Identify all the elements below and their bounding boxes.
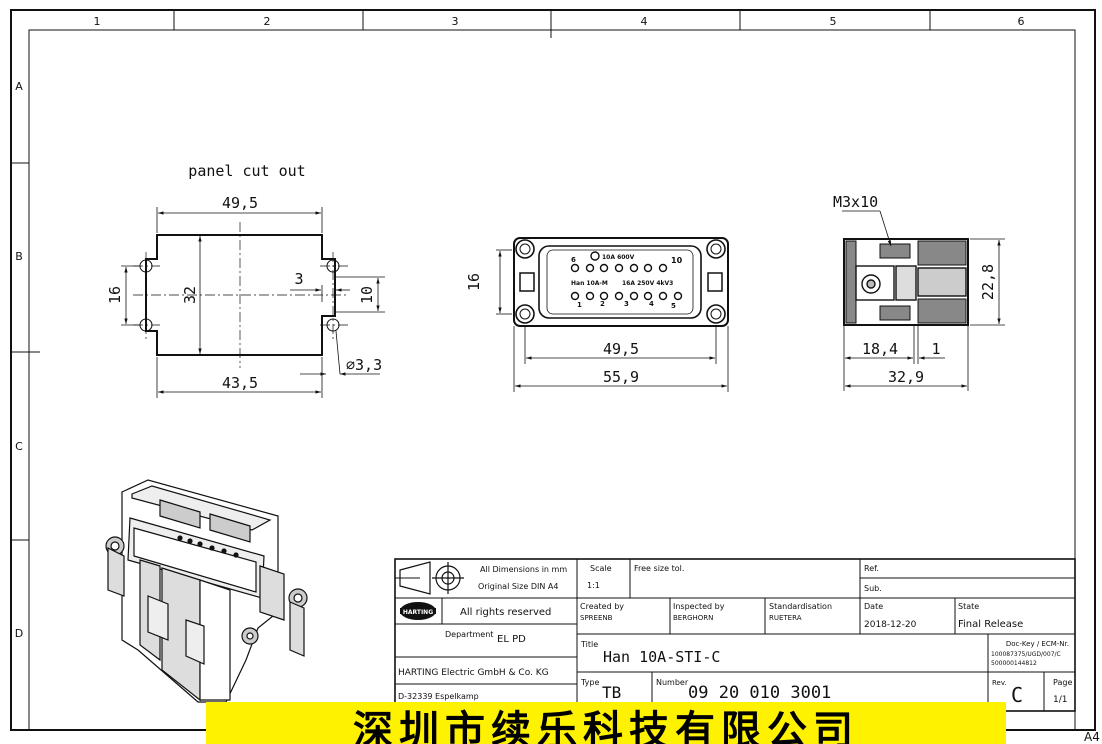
- col-2: 2: [264, 15, 271, 28]
- row-d: D: [15, 627, 23, 640]
- column-labels: 1 2 3 4 5 6: [94, 15, 1025, 28]
- dim-cutout-bottom: 43,5: [222, 374, 258, 392]
- row-a: A: [15, 80, 23, 93]
- pin-label-10: 10: [671, 256, 683, 265]
- col-1: 1: [94, 15, 101, 28]
- row-labels: A B C D: [15, 80, 23, 640]
- pin-label-1: 1: [577, 301, 582, 309]
- isometric-view: [105, 479, 308, 703]
- callout-screw: M3x10: [833, 193, 878, 211]
- dim-cutout-pitch: 16: [106, 286, 124, 304]
- watermark-banner: 深圳市续乐科技有限公司: [206, 702, 1006, 744]
- pin-label-4: 4: [649, 300, 654, 308]
- title-label: Title: [580, 640, 598, 649]
- fixing-screws: [515, 239, 726, 324]
- dim-cutout-inner: 10: [358, 286, 376, 304]
- row-b: B: [15, 250, 23, 263]
- pin-label-2: 2: [600, 300, 605, 308]
- dim-side-height: 22,8: [979, 264, 997, 300]
- pin-label-5: 5: [671, 302, 676, 310]
- logo-text: HARTING: [403, 609, 433, 616]
- page-label: Page: [1053, 678, 1072, 687]
- col-6: 6: [1018, 15, 1025, 28]
- drawing-title: Han 10A-STI-C: [603, 648, 720, 666]
- size-note: Original Size DIN A4: [478, 582, 558, 591]
- cutout-title: panel cut out: [188, 162, 305, 180]
- scale-value: 1:1: [587, 581, 600, 590]
- dim-cutout-height: 32: [181, 286, 199, 304]
- inspected-label: Inspected by: [673, 602, 725, 611]
- company-address: D-32339 Espelkamp: [398, 692, 479, 701]
- dim-front-outer: 55,9: [603, 368, 639, 386]
- dockey-line-1: 100087375/UGD/007/C: [991, 651, 1061, 658]
- tolerance-note: Free size tol.: [634, 564, 684, 573]
- side-view: M3x10 22,8 18,4 1 32,9: [833, 193, 1005, 391]
- rev-label: Rev.: [992, 679, 1007, 687]
- page-value: 1/1: [1053, 695, 1067, 705]
- banner-text: 深圳市续乐科技有限公司: [353, 708, 859, 744]
- dim-cutout-step: 3: [294, 270, 303, 288]
- created-value: SPREENB: [580, 614, 613, 622]
- rights-note: All rights reserved: [460, 607, 551, 618]
- scale-label: Scale: [590, 564, 612, 573]
- dockey-label: Doc-Key / ECM-Nr.: [1006, 640, 1069, 648]
- inspected-value: BERGHORN: [673, 614, 713, 622]
- panel-cutout-view: 49,5 43,5 3 ∅3,3 32 16 10: [106, 194, 385, 398]
- sub-label: Sub.: [864, 584, 882, 593]
- col-5: 5: [830, 15, 837, 28]
- department-label: Department: [445, 630, 493, 639]
- dim-side-total: 32,9: [888, 368, 924, 386]
- standard-value: RUETERA: [769, 614, 802, 622]
- date-label: Date: [864, 602, 883, 611]
- rev-value: C: [1011, 683, 1023, 707]
- dockey-line-2: 500000144812: [991, 660, 1037, 667]
- harting-logo: HARTING: [400, 602, 436, 620]
- department-value: EL PD: [497, 634, 526, 645]
- contact-sockets: [570, 251, 683, 301]
- dim-side-d2: 1: [931, 340, 940, 358]
- col-3: 3: [452, 15, 459, 28]
- part-number: 09 20 010 3001: [688, 683, 831, 703]
- sheet-format: A4: [1084, 730, 1100, 744]
- standard-label: Standardisation: [769, 602, 832, 611]
- row-c: C: [15, 440, 23, 453]
- date-value: 2018-12-20: [864, 620, 917, 630]
- type-label: Type: [580, 678, 599, 687]
- type-value: TB: [602, 683, 621, 702]
- created-label: Created by: [580, 602, 624, 611]
- insert-rating-2: Han 10A-M: [571, 280, 608, 287]
- dims-note: All Dimensions in mm: [480, 565, 567, 574]
- dim-cutout-hole: ∅3,3: [346, 356, 382, 374]
- dim-cutout-width: 49,5: [222, 194, 258, 212]
- col-4: 4: [641, 15, 648, 28]
- ref-label: Ref.: [864, 564, 879, 573]
- dim-side-d1: 18,4: [862, 340, 898, 358]
- state-value: Final Release: [958, 619, 1023, 630]
- front-view: 6 10 1 2 3 4 5 10A 600V Han 10A-M 16A 25…: [465, 237, 729, 392]
- pin-label-3: 3: [624, 300, 629, 308]
- projection-symbol: [399, 561, 464, 595]
- dim-front-inner: 49,5: [603, 340, 639, 358]
- state-label: State: [958, 602, 979, 611]
- company-name: HARTING Electric GmbH & Co. KG: [398, 668, 549, 678]
- insert-rating-1: 10A 600V: [602, 254, 635, 261]
- number-label: Number: [656, 678, 689, 687]
- pin-label-6: 6: [571, 256, 576, 264]
- insert-rating-3: 16A 250V 4kV3: [622, 280, 673, 287]
- dim-front-height: 16: [465, 273, 483, 291]
